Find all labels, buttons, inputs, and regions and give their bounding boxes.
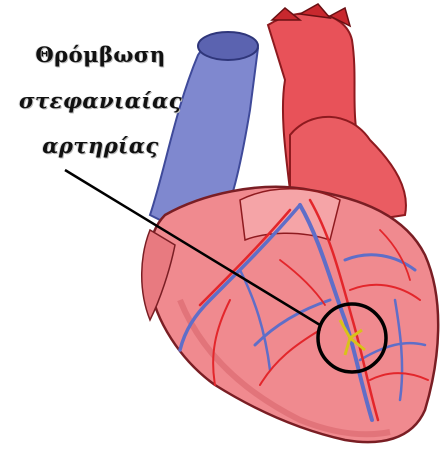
label-line-1: Θρόμβωση [8, 42, 193, 67]
label-line-2: στεφανιαίας [8, 88, 193, 113]
heart-body [142, 187, 438, 442]
label-line-3: αρτηρίας [8, 133, 193, 158]
